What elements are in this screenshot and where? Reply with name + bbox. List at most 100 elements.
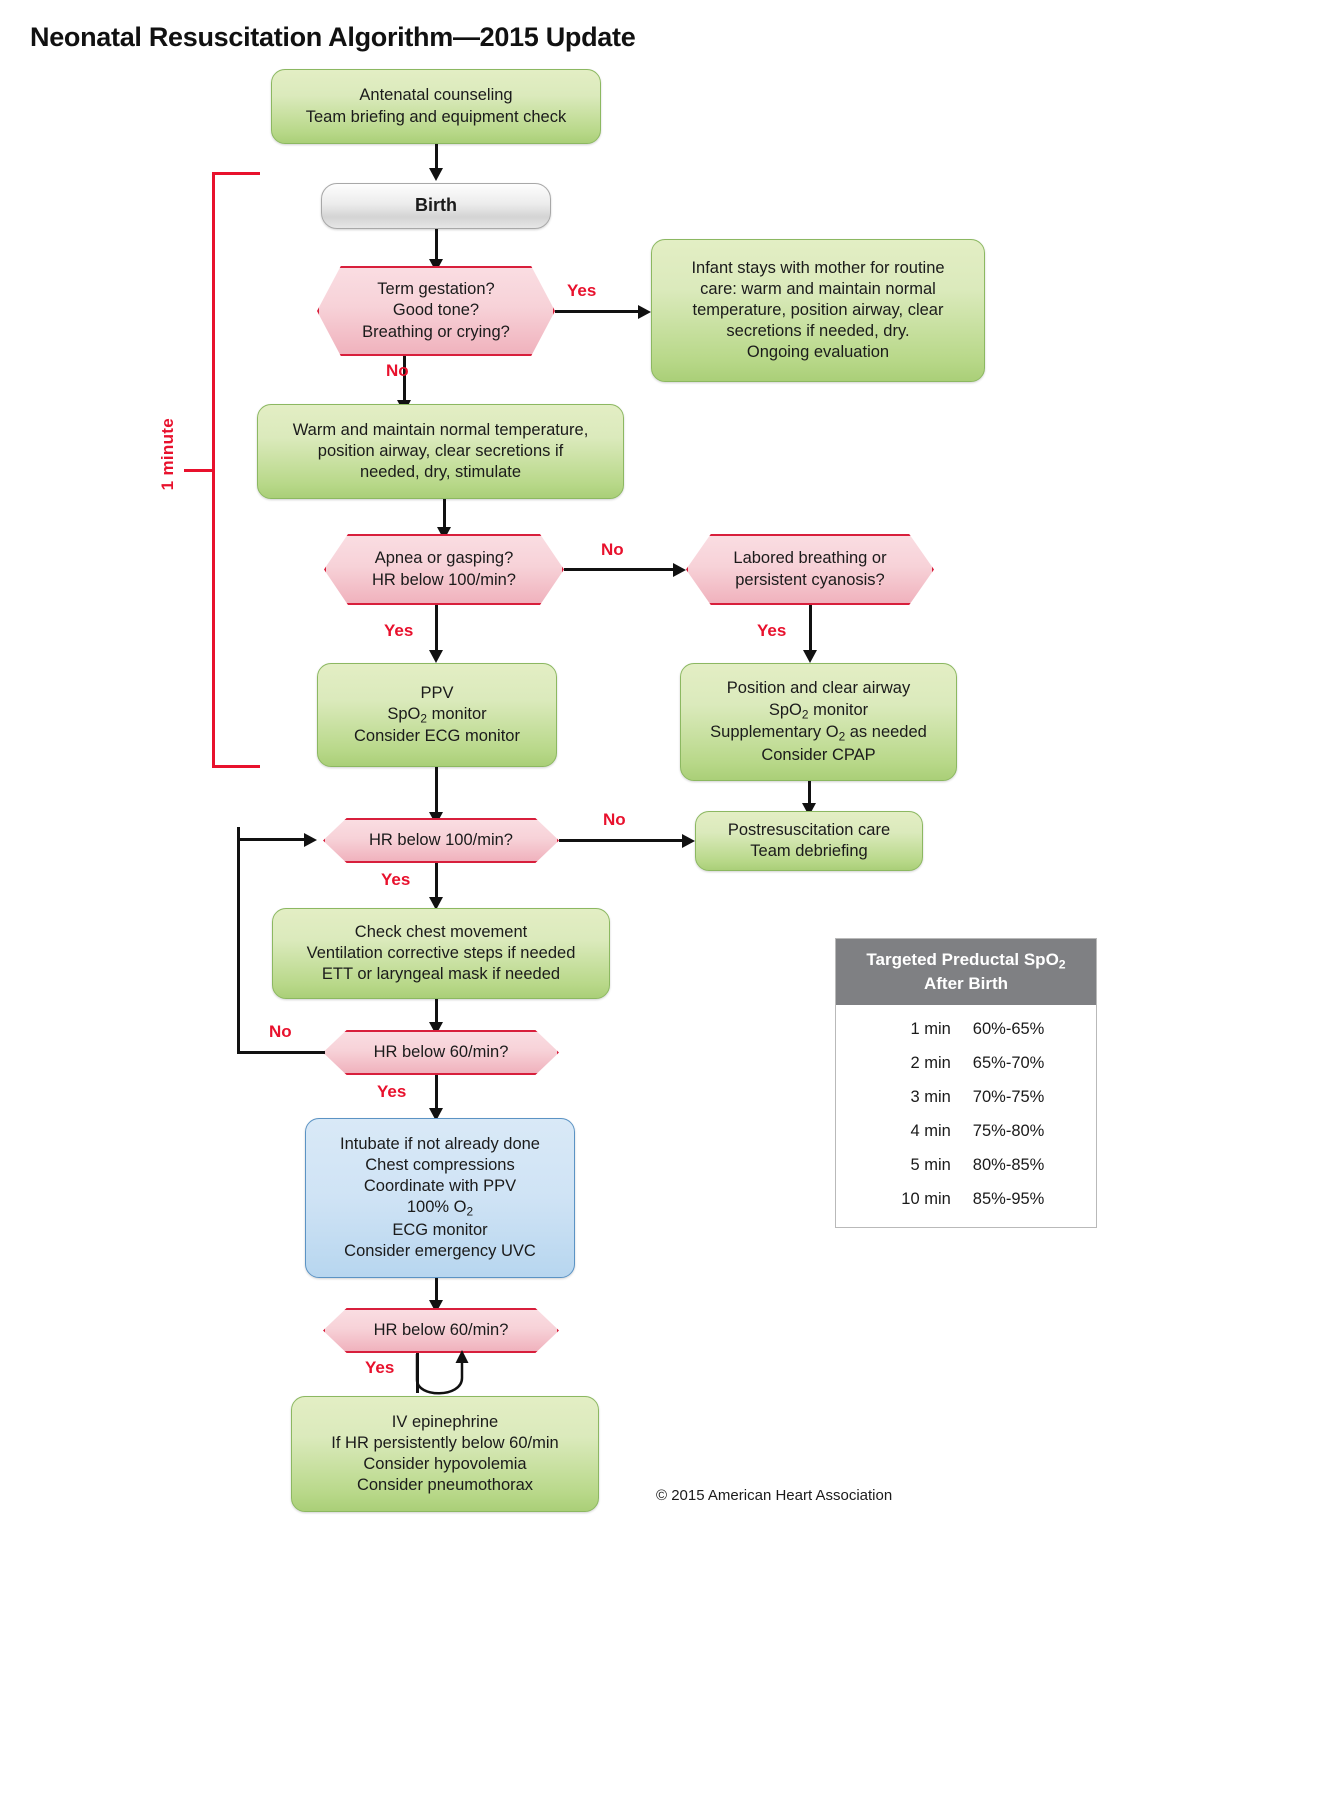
position-o2-post: as needed	[845, 723, 927, 741]
decision-hr-below-60-first[interactable]: HR below 60/min?	[323, 1030, 559, 1075]
hr60-first-label: HR below 60/min?	[373, 1042, 509, 1061]
epi-line-4: Consider pneumothorax	[356, 1476, 534, 1495]
node-position-clear-airway[interactable]: Position and clear airway SpO2 monitor S…	[680, 663, 957, 781]
edge-birth-to-term	[435, 229, 438, 266]
node-antenatal-counseling[interactable]: Antenatal counseling Team briefing and e…	[271, 69, 601, 144]
spo2-header-line-1: Targeted Preductal SpO2	[844, 949, 1088, 973]
one-minute-bracket	[184, 172, 260, 768]
birth-label: Birth	[415, 195, 457, 216]
node-postresuscitation-care[interactable]: Postresuscitation care Team debriefing	[695, 811, 923, 871]
warm-line-3: needed, dry, stimulate	[359, 463, 522, 482]
node-intubate-compressions[interactable]: Intubate if not already done Chest compr…	[305, 1118, 575, 1278]
table-row: 1 min 60%-65%	[836, 1013, 1096, 1047]
term-line-2: Good tone?	[392, 301, 480, 320]
node-iv-epinephrine[interactable]: IV epinephrine If HR persistently below …	[291, 1396, 599, 1512]
table-row: 5 min 80%-85%	[836, 1149, 1096, 1183]
edge-hr60-no-horizontal-bottom	[237, 1051, 325, 1054]
arrowhead-hr60-no-loop	[304, 832, 317, 847]
label-apnea-no: No	[601, 540, 624, 559]
edge-chest-to-hr60	[435, 999, 438, 1030]
edge-intubate-to-hr60-second	[435, 1278, 438, 1308]
routine-line-1: Infant stays with mother for routine	[691, 258, 945, 277]
warm-line-1: Warm and maintain normal temperature,	[292, 420, 589, 439]
epi-line-1: IV epinephrine	[391, 1412, 499, 1431]
intubate-line-6: Consider emergency UVC	[344, 1241, 536, 1260]
spo2-time: 2 min	[910, 1054, 951, 1073]
position-line-1: Position and clear airway	[726, 679, 911, 698]
edge-antenatal-to-birth	[435, 144, 438, 172]
intubate-line-5: ECG monitor	[392, 1220, 488, 1239]
table-row: 3 min 70%-75%	[836, 1081, 1096, 1115]
position-o2-sub: 2	[838, 729, 846, 744]
decision-apnea-gasping[interactable]: Apnea or gasping? HR below 100/min?	[324, 534, 564, 605]
position-o2-pre: Supplementary O	[710, 723, 839, 741]
spo2-range: 85%-95%	[972, 1190, 1045, 1209]
label-hr60-second-yes: Yes	[365, 1358, 395, 1377]
ppv-line-1: PPV	[420, 683, 454, 702]
ppv-spo2-pre: SpO	[387, 704, 421, 723]
node-check-chest-movement[interactable]: Check chest movement Ventilation correct…	[272, 908, 610, 999]
position-line-3: Supplementary O2 as needed	[710, 722, 927, 745]
label-hr100-no: No	[603, 810, 626, 829]
label-hr60-first-yes: Yes	[377, 1082, 407, 1101]
position-line-2: SpO2 monitor	[769, 700, 868, 723]
edge-position-to-postresus	[808, 781, 811, 811]
decision-hr-below-60-second[interactable]: HR below 60/min?	[323, 1308, 559, 1353]
edge-term-yes	[555, 310, 643, 313]
chest-line-2: Ventilation corrective steps if needed	[306, 943, 576, 962]
label-labored-yes: Yes	[757, 621, 787, 640]
position-line-4: Consider CPAP	[761, 745, 876, 764]
epi-line-2: If HR persistently below 60/min	[331, 1433, 559, 1452]
decision-term-gestation[interactable]: Term gestation? Good tone? Breathing or …	[317, 266, 555, 356]
node-warm-maintain[interactable]: Warm and maintain normal temperature, po…	[257, 404, 624, 499]
spo2-time: 4 min	[910, 1122, 951, 1141]
edge-hr60-no-horizontal-top	[237, 838, 309, 841]
routine-line-5: Ongoing evaluation	[746, 343, 890, 362]
position-spo2-sub: 2	[801, 706, 809, 721]
node-ppv[interactable]: PPV SpO2 monitor Consider ECG monitor	[317, 663, 557, 767]
term-line-1: Term gestation?	[377, 280, 495, 299]
arrowhead-hr60-first-yes	[429, 1108, 443, 1121]
ppv-spo2-sub: 2	[420, 711, 428, 726]
chest-line-1: Check chest movement	[354, 922, 528, 941]
spo2-range: 70%-75%	[972, 1088, 1045, 1107]
intubate-line-4: 100% O2	[407, 1197, 473, 1220]
spo2-header-line-2: After Birth	[923, 973, 1009, 993]
arrowhead-hr100-yes	[429, 897, 443, 910]
table-row: 2 min 65%-70%	[836, 1047, 1096, 1081]
one-minute-label: 1 minute	[158, 418, 177, 491]
edge-term-no	[403, 356, 406, 408]
edge-apnea-no	[564, 568, 678, 571]
labored-line-1: Labored breathing or	[733, 549, 887, 568]
term-line-3: Breathing or crying?	[362, 322, 510, 341]
antenatal-line-2: Team briefing and equipment check	[305, 107, 567, 126]
postresus-line-2: Team debriefing	[750, 842, 868, 860]
label-hr60-first-no: No	[269, 1022, 292, 1041]
spo2-table-header: Targeted Preductal SpO2 After Birth	[836, 939, 1096, 1005]
label-hr100-yes: Yes	[381, 870, 411, 889]
decision-hr60-first-shape	[323, 1030, 559, 1075]
edge-ppv-to-hr100	[435, 767, 438, 819]
intubate-line-2: Chest compressions	[365, 1156, 515, 1175]
edge-warm-to-apnea	[443, 499, 446, 534]
decision-hr60-second-shape	[323, 1308, 559, 1353]
arrowhead-hr100-no	[682, 833, 695, 848]
arrowhead-labored-yes	[803, 650, 817, 663]
labored-line-2: persistent cyanosis?	[735, 570, 885, 589]
targeted-spo2-table: Targeted Preductal SpO2 After Birth 1 mi…	[835, 938, 1097, 1228]
ppv-line-3: Consider ECG monitor	[354, 727, 520, 746]
intubate-o2-pre: 100% O	[406, 1198, 467, 1217]
decision-labored-breathing[interactable]: Labored breathing or persistent cyanosis…	[686, 534, 934, 605]
apnea-line-1: Apnea or gasping?	[374, 549, 514, 568]
node-birth[interactable]: Birth	[321, 183, 551, 229]
intubate-line-3: Coordinate with PPV	[363, 1177, 517, 1196]
node-routine-care[interactable]: Infant stays with mother for routine car…	[651, 239, 985, 382]
intubate-line-1: Intubate if not already done	[340, 1134, 540, 1153]
intubate-o2-sub: 2	[466, 1204, 474, 1219]
page-title: Neonatal Resuscitation Algorithm—2015 Up…	[30, 22, 636, 52]
spo2-header-sub: 2	[1058, 957, 1066, 972]
spo2-range: 75%-80%	[972, 1122, 1045, 1141]
warm-line-2: position airway, clear secretions if	[317, 441, 564, 460]
decision-hr-below-100[interactable]: HR below 100/min?	[323, 818, 559, 863]
